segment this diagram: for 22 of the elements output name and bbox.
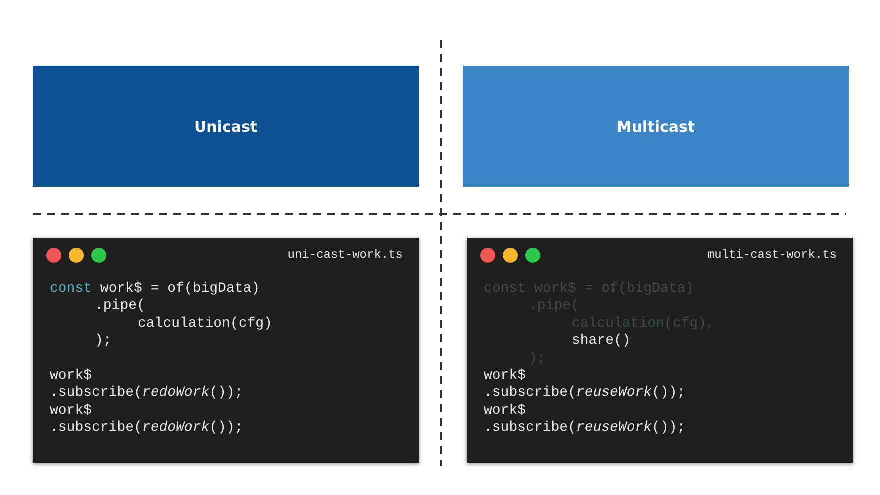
code-line: work$: [50, 402, 92, 420]
code-line: work$: [484, 402, 526, 420]
box-title: Unicast: [193, 118, 259, 136]
code-line: share(): [572, 333, 631, 350]
title-box: [463, 66, 849, 187]
code-line: work$: [484, 368, 526, 385]
code-window: [467, 238, 853, 463]
code-window: [33, 238, 419, 463]
code-line: .subscribe(redoWork());: [50, 420, 244, 438]
code-line: .subscribe(reuseWork());: [484, 420, 686, 438]
code-line: work$: [50, 368, 92, 385]
file-name: uni-cast-work.ts: [288, 248, 403, 262]
code-line: );: [95, 333, 112, 350]
code-line: calculation(cfg): [138, 316, 272, 333]
file-name: multi-cast-work.ts: [707, 248, 837, 262]
code-line: );: [529, 350, 546, 368]
code-line: .pipe(: [95, 298, 146, 316]
code-line: const work$ = of(bigData): [50, 281, 260, 298]
code-line: .subscribe(redoWork());: [50, 385, 244, 402]
box-title: Multicast: [616, 118, 696, 136]
code-line: .subscribe(reuseWork());: [484, 385, 686, 402]
title-box: [33, 66, 419, 187]
